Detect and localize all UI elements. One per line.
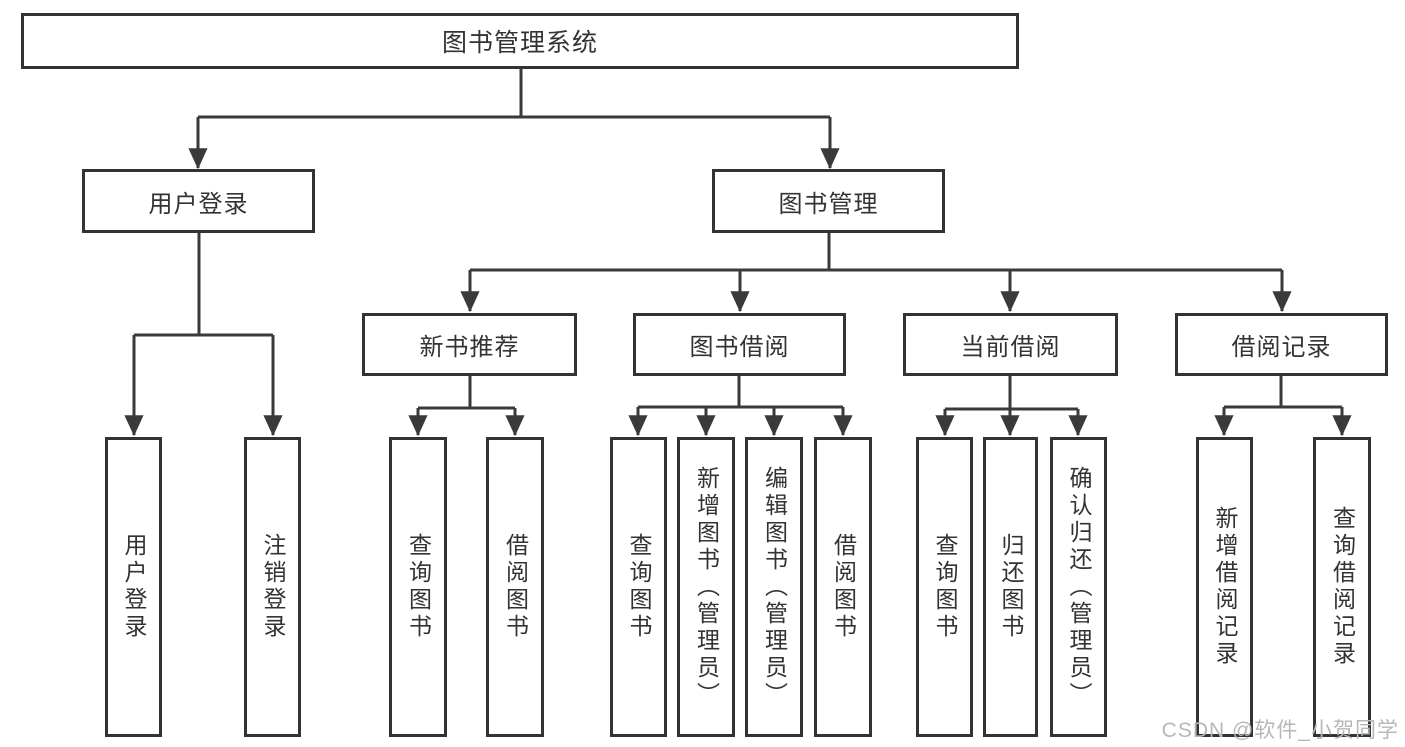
leaf-newbook-borrow-books: 借阅图书 bbox=[486, 437, 544, 737]
leaf-borrow-query-books: 查询图书 bbox=[610, 437, 667, 737]
leaf-user-login: 用户登录 bbox=[105, 437, 162, 737]
leaf-logout: 注销登录 bbox=[244, 437, 301, 737]
node-book-management: 图书管理 bbox=[712, 169, 945, 233]
leaf-records-query-record: 查询借阅记录 bbox=[1313, 437, 1371, 737]
leaf-current-return-books: 归还图书 bbox=[983, 437, 1038, 737]
leaf-borrow-borrow-books: 借阅图书 bbox=[814, 437, 872, 737]
node-book-borrow: 图书借阅 bbox=[633, 313, 846, 376]
leaf-borrow-edit-books-admin: 编辑图书（管理员） bbox=[745, 437, 803, 737]
node-borrow-records: 借阅记录 bbox=[1175, 313, 1388, 376]
leaf-newbook-query-books: 查询图书 bbox=[389, 437, 447, 737]
node-user-login: 用户登录 bbox=[82, 169, 315, 233]
node-new-book-recommend: 新书推荐 bbox=[362, 313, 577, 376]
leaf-borrow-add-books-admin: 新增图书（管理员） bbox=[677, 437, 735, 737]
csdn-watermark: CSDN @软件_小贺同学 bbox=[1161, 719, 1399, 742]
node-current-borrow: 当前借阅 bbox=[903, 313, 1118, 376]
leaf-records-add-record: 新增借阅记录 bbox=[1196, 437, 1253, 737]
node-root: 图书管理系统 bbox=[21, 13, 1019, 69]
leaf-current-query-books: 查询图书 bbox=[916, 437, 973, 737]
leaf-current-confirm-return-admin: 确认归还（管理员） bbox=[1050, 437, 1107, 737]
